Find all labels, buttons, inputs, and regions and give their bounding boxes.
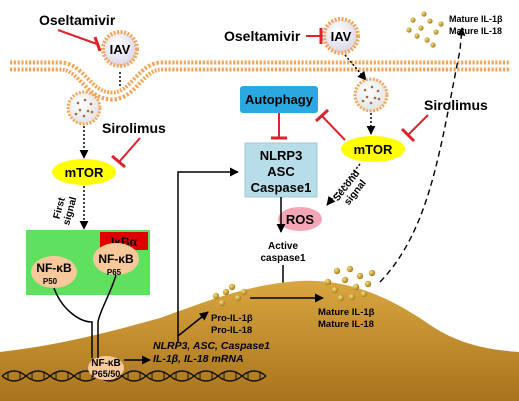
mature-cytokine-cluster bbox=[324, 265, 376, 302]
virus-right: IAV bbox=[322, 17, 360, 55]
mtor-left-label: mTOR bbox=[65, 165, 104, 180]
inflammasome-line1: NLRP3 bbox=[260, 148, 303, 163]
nfkb-dna-sub: P65/50 bbox=[92, 369, 121, 379]
nfkb-panel: IκBα NF-κB P50 NF-κB P65 bbox=[26, 230, 150, 295]
mtor-inhibits-autophagy bbox=[321, 115, 346, 141]
ros-label: ROS bbox=[286, 212, 315, 227]
p50-translocation bbox=[53, 287, 93, 358]
inflammasome-box: NLRP3 ASC Caspase1 bbox=[244, 142, 318, 198]
pro-line2: Pro-IL-18 bbox=[211, 325, 252, 336]
virus-left: IAV bbox=[101, 30, 139, 68]
virus-right-label: IAV bbox=[331, 29, 352, 44]
endosome-left bbox=[66, 90, 102, 126]
sirolimus-right: Sirolimus bbox=[400, 97, 488, 143]
mrna-line1: NLRP3, ASC, Caspase1 bbox=[153, 340, 270, 352]
mtor-right-label: mTOR bbox=[354, 142, 393, 157]
sirolimus-left: Sirolimus bbox=[102, 120, 166, 169]
oseltamivir-right: Oseltamivir bbox=[224, 28, 323, 44]
secreted-line2: Mature IL-18 bbox=[449, 26, 502, 36]
autophagy-box: Autophagy bbox=[240, 86, 318, 113]
p50-sub: P50 bbox=[43, 277, 58, 286]
entry-arrow-right bbox=[344, 54, 367, 81]
mrna-line2: IL-1β, IL-18 mRNA bbox=[153, 353, 244, 365]
first-signal-label: First signal bbox=[52, 196, 80, 227]
oseltamivir-right-label: Oseltamivir bbox=[224, 28, 301, 44]
mrna-to-inflammasome-arrow bbox=[177, 167, 239, 342]
mtor-left: mTOR bbox=[52, 159, 116, 185]
active-caspase-line2: caspase1 bbox=[260, 253, 305, 264]
oseltamivir-left-label: Oseltamivir bbox=[39, 12, 116, 28]
nfkb-dna-label: NF-κB bbox=[91, 358, 120, 369]
ros-oval: ROS bbox=[278, 207, 322, 231]
sirolimus-right-label: Sirolimus bbox=[424, 97, 488, 113]
nfkb-dna-complex: NF-κB P65/50 bbox=[88, 356, 124, 380]
mature-line2: Mature IL-18 bbox=[318, 319, 374, 330]
secreted-line1: Mature IL-1β bbox=[449, 14, 503, 24]
mtor-right: mTOR bbox=[341, 136, 405, 162]
sirolimus-left-label: Sirolimus bbox=[102, 120, 166, 136]
inflammasome-line3: Caspase1 bbox=[251, 180, 312, 195]
active-caspase-line1: Active bbox=[268, 241, 298, 252]
secreted-cytokines bbox=[406, 11, 444, 48]
p65-translocation bbox=[97, 274, 117, 358]
pro-line1: Pro-IL-1β bbox=[211, 313, 253, 324]
pro-cytokine-particles bbox=[212, 283, 248, 307]
virus-left-label: IAV bbox=[110, 42, 131, 57]
endosome-right bbox=[353, 77, 389, 113]
second-signal-arrow bbox=[326, 163, 361, 206]
plasma-membrane bbox=[10, 60, 509, 102]
p50-name: NF-κB bbox=[36, 261, 72, 275]
inflammasome-line2: ASC bbox=[267, 164, 295, 179]
autophagy-label: Autophagy bbox=[245, 92, 314, 107]
second-signal-label: Second signal bbox=[331, 168, 368, 207]
p65-name: NF-κB bbox=[98, 252, 134, 266]
mtor-inhibits-autophagy-bar bbox=[314, 108, 330, 123]
mature-line1: Mature IL-1β bbox=[318, 307, 375, 318]
mrna-to-pro-cytokine-arrow bbox=[177, 311, 209, 337]
p65-sub: P65 bbox=[107, 268, 122, 277]
oseltamivir-left: Oseltamivir bbox=[39, 12, 116, 52]
